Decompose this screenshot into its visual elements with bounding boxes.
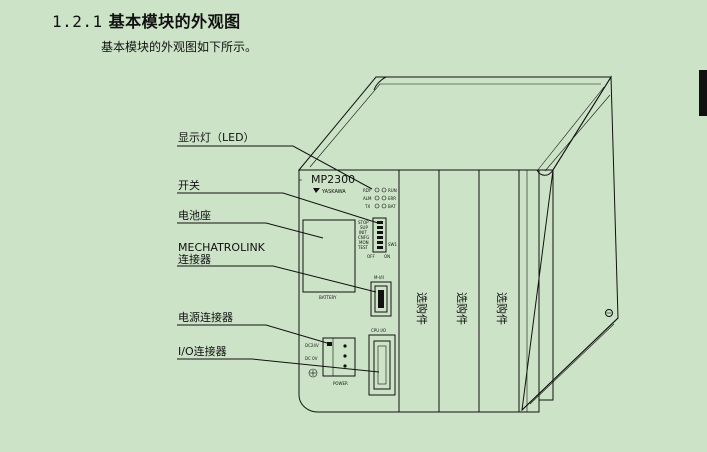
option-slot-2-label: 选购件 — [455, 292, 469, 325]
option-slot-3 — [478, 169, 520, 413]
leader-io — [177, 358, 380, 373]
section-heading: 1.2.1 基本模块的外观图 — [52, 8, 241, 32]
leader-mechatrolink — [177, 265, 377, 293]
intro-text: 基本模块的外观图如下所示。 — [101, 40, 258, 54]
svg-text:DC 0V: DC 0V — [305, 356, 318, 361]
module-top-face — [297, 76, 612, 171]
svg-text:TX: TX — [364, 204, 370, 209]
base-module-front — [298, 169, 400, 413]
svg-text:ERR: ERR — [388, 196, 396, 201]
svg-text:DC24V: DC24V — [305, 343, 319, 348]
module-right-face — [521, 75, 619, 412]
leader-battery — [177, 222, 324, 239]
section-title: 基本模块的外观图 — [108, 12, 241, 31]
svg-text:TEST: TEST — [357, 245, 369, 250]
svg-text:SUP: SUP — [360, 225, 368, 230]
svg-text:OFF: OFF — [367, 254, 375, 259]
section-number: 1.2.1 — [52, 12, 103, 31]
option-slot-3-label: 选购件 — [495, 292, 509, 325]
svg-text:RUN: RUN — [388, 188, 397, 193]
svg-text:CNFG: CNFG — [358, 235, 369, 240]
label-switch: 开关 — [178, 178, 200, 192]
svg-text:POWER: POWER — [333, 381, 348, 386]
label-mechatrolink-1: MECHATROLINK — [178, 241, 266, 254]
led-indicators: RDY RUN ALM ERR TX BAT — [363, 187, 397, 209]
battery-holder — [302, 219, 356, 293]
svg-text:ON: ON — [384, 254, 390, 259]
leader-switch — [177, 192, 379, 224]
brand-logo-icon — [313, 188, 320, 193]
mechatrolink-port: M-I/II — [370, 275, 392, 317]
svg-text:ALM: ALM — [363, 196, 372, 201]
model-name: MP2300 — [311, 173, 355, 186]
svg-text:MON: MON — [359, 240, 369, 245]
label-io-connector: I/O连接器 — [178, 345, 227, 358]
io-port: CPU I/O — [368, 328, 396, 396]
battery-label: BATTERY — [319, 295, 337, 300]
label-battery-holder: 电池座 — [178, 208, 211, 222]
power-terminal: DC24V DC 0V POWER — [305, 337, 356, 386]
brand-name: YASKAWA — [321, 189, 346, 195]
option-slot-1-label: 选购件 — [415, 292, 429, 325]
label-led: 显示灯（LED） — [178, 131, 255, 144]
svg-text:SW1: SW1 — [388, 242, 397, 247]
svg-text:INIT: INIT — [359, 230, 367, 235]
svg-text:STOP: STOP — [358, 220, 369, 225]
leader-power — [177, 324, 328, 344]
svg-text:CPU I/O: CPU I/O — [371, 328, 386, 333]
dip-switch: STOP SUP INIT CNFG MON TEST SW1 OFF ON — [357, 217, 397, 259]
svg-text:M-I/II: M-I/II — [374, 275, 384, 280]
leader-led — [177, 145, 373, 190]
option-slot-2 — [438, 169, 480, 413]
page-edge-marker — [699, 70, 707, 116]
label-mechatrolink-2: 连接器 — [178, 253, 211, 266]
svg-text:RDY: RDY — [363, 188, 372, 193]
label-power-connector: 电源连接器 — [178, 310, 233, 324]
svg-text:BAT: BAT — [388, 204, 396, 209]
option-slot-1 — [398, 169, 440, 413]
